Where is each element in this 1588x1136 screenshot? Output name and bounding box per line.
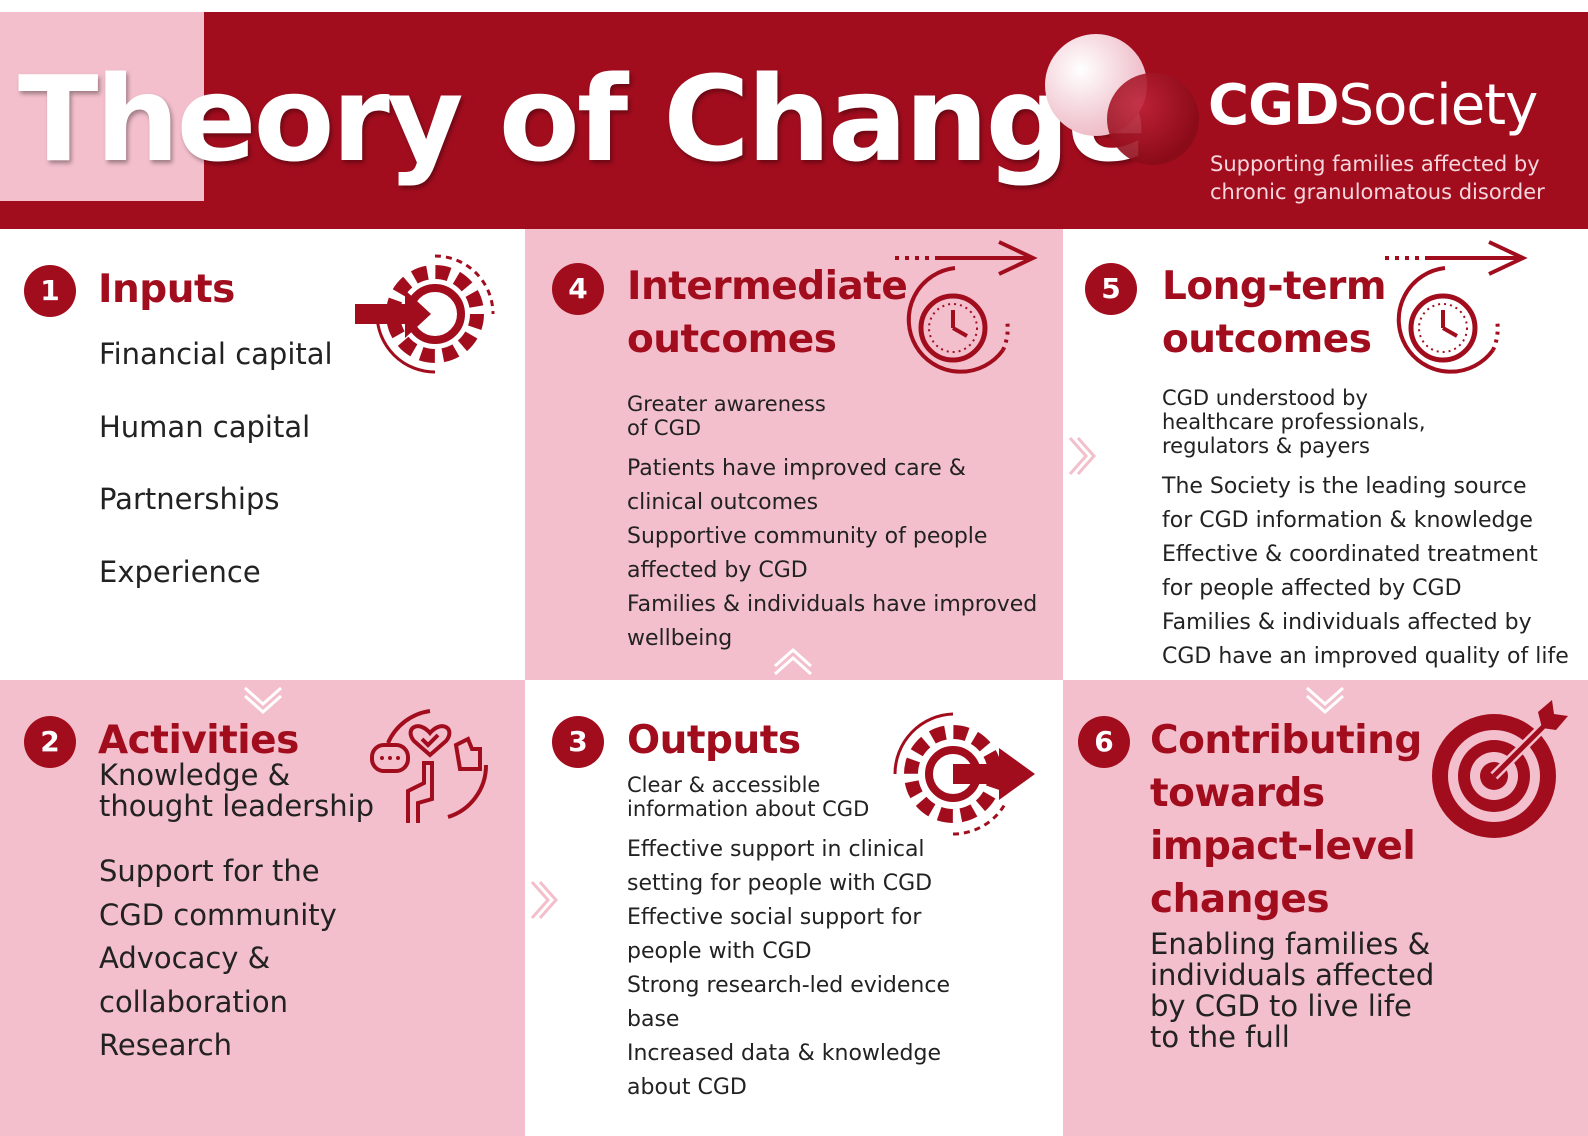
intermediate-item: wellbeing [627,626,733,651]
longterm-item: Families & individuals affected by [1162,610,1532,635]
longterm-item: The Society is the leading source [1162,474,1527,499]
longterm-item: for CGD information & knowledge [1162,508,1533,533]
impact-item: individuals affected [1150,958,1435,992]
impact-item: by CGD to live life [1150,989,1412,1023]
impact-heading-line-4: changes [1150,877,1330,922]
target-icon [1432,700,1568,838]
logo-bold-text: CGD [1208,73,1340,138]
tagline-line-1: Supporting families affected by [1210,152,1540,176]
activities-item: Support for the [99,854,320,888]
tagline-line-2: chronic granulomatous disorder [1210,180,1545,204]
chevron-up-icon [774,647,812,676]
gear-arrow-in-icon [355,254,495,374]
longterm-item-list: CGD understood by healthcare professiona… [1162,386,1426,458]
inputs-item: Financial capital [99,337,333,371]
longterm-item: healthcare professionals, [1162,410,1426,434]
outputs-item: Clear & accessible [627,773,821,797]
activities-item: thought leadership [99,789,375,823]
inputs-item: Experience [99,555,261,589]
panel-activities-bg [0,680,525,1136]
logo-wordmark: CGDSociety [1208,78,1538,134]
impact-heading-line-2: towards [1150,771,1325,816]
step-number-2: 2 [24,716,76,768]
longterm-item: Effective & coordinated treatment [1162,542,1538,567]
activities-item: Knowledge & [99,758,291,792]
intermediate-item: of CGD [627,416,702,440]
outputs-heading: Outputs [627,718,801,763]
clock-arrow-icon [895,240,1038,374]
chevron-right-icon [530,881,559,919]
logo-tagline: Supporting families affected by chronic … [1210,150,1550,206]
outputs-item: Strong research-led evidence [627,973,950,998]
activities-item-group: Support for the CGD community Advocacy &… [99,850,337,1068]
chevron-right-icon [1068,437,1097,475]
outputs-item-list: Clear & accessible information about CGD [627,773,869,821]
step-number-3: 3 [552,716,604,768]
outputs-item: people with CGD [627,939,812,964]
activities-item: collaboration [99,984,288,1019]
step-number-5: 5 [1085,263,1137,315]
longterm-item: regulators & payers [1162,434,1370,458]
inputs-item: Partnerships [99,482,280,516]
impact-heading-line-1: Contributing [1150,718,1422,763]
activities-item-group: Knowledge & thought leadership [99,760,374,822]
impact-item-group: Enabling families & individuals affected… [1150,929,1434,1053]
logo-thin-text: Society [1338,73,1539,138]
intermediate-heading-line-2: outcomes [627,317,837,362]
activities-item: Advocacy & [99,941,271,975]
longterm-heading-line-2: outcomes [1162,317,1372,362]
activities-item: CGD community [99,897,337,932]
intermediate-item: Patients have improved care & [627,456,966,481]
chevron-down-icon [244,686,282,715]
outputs-item: Effective social support for [627,905,922,930]
outputs-item: Increased data & knowledge [627,1041,942,1066]
impact-item: to the full [1150,1020,1290,1054]
activities-heading: Activities [98,718,299,763]
intermediate-heading: Intermediate outcomes [627,260,908,366]
longterm-heading: Long-term outcomes [1162,260,1386,366]
longterm-item: CGD have an improved quality of life [1162,644,1569,669]
longterm-heading-line-1: Long-term [1162,264,1386,309]
impact-item: Enabling families & [1150,927,1431,961]
header-accent-block [0,12,204,201]
inputs-item: Human capital [99,410,311,444]
step-number-4: 4 [552,263,604,315]
impact-heading: Contributing towards impact-level change… [1150,714,1422,926]
intermediate-item: Supportive community of people [627,524,988,549]
intermediate-item: Greater awareness [627,392,826,416]
inputs-heading: Inputs [98,267,235,312]
header-banner [0,12,1588,229]
activities-item: Research [99,1028,233,1062]
outputs-item: setting for people with CGD [627,871,933,896]
outputs-item: Effective support in clinical [627,837,925,862]
outputs-item: information about CGD [627,797,870,821]
intermediate-item: Families & individuals have improved [627,592,1038,617]
impact-heading-line-3: impact-level [1150,824,1416,869]
outputs-item: base [627,1007,680,1032]
intermediate-item-list: Greater awareness of CGD [627,392,826,440]
longterm-item: for people affected by CGD [1162,576,1462,601]
logo-circle-dark [1107,73,1199,165]
community-heart-icon [370,709,489,823]
outputs-item: about CGD [627,1075,747,1100]
clock-arrow-icon [1385,240,1528,374]
intermediate-heading-line-1: Intermediate [627,264,908,309]
intermediate-item: affected by CGD [627,558,808,583]
gear-arrow-out-icon [893,712,1035,836]
chevron-down-icon [1306,686,1344,715]
step-number-1: 1 [24,265,76,317]
step-number-6: 6 [1078,716,1130,768]
longterm-item: CGD understood by [1162,386,1368,410]
page-title: Theory of Change [18,50,1147,188]
intermediate-item: clinical outcomes [627,490,819,515]
